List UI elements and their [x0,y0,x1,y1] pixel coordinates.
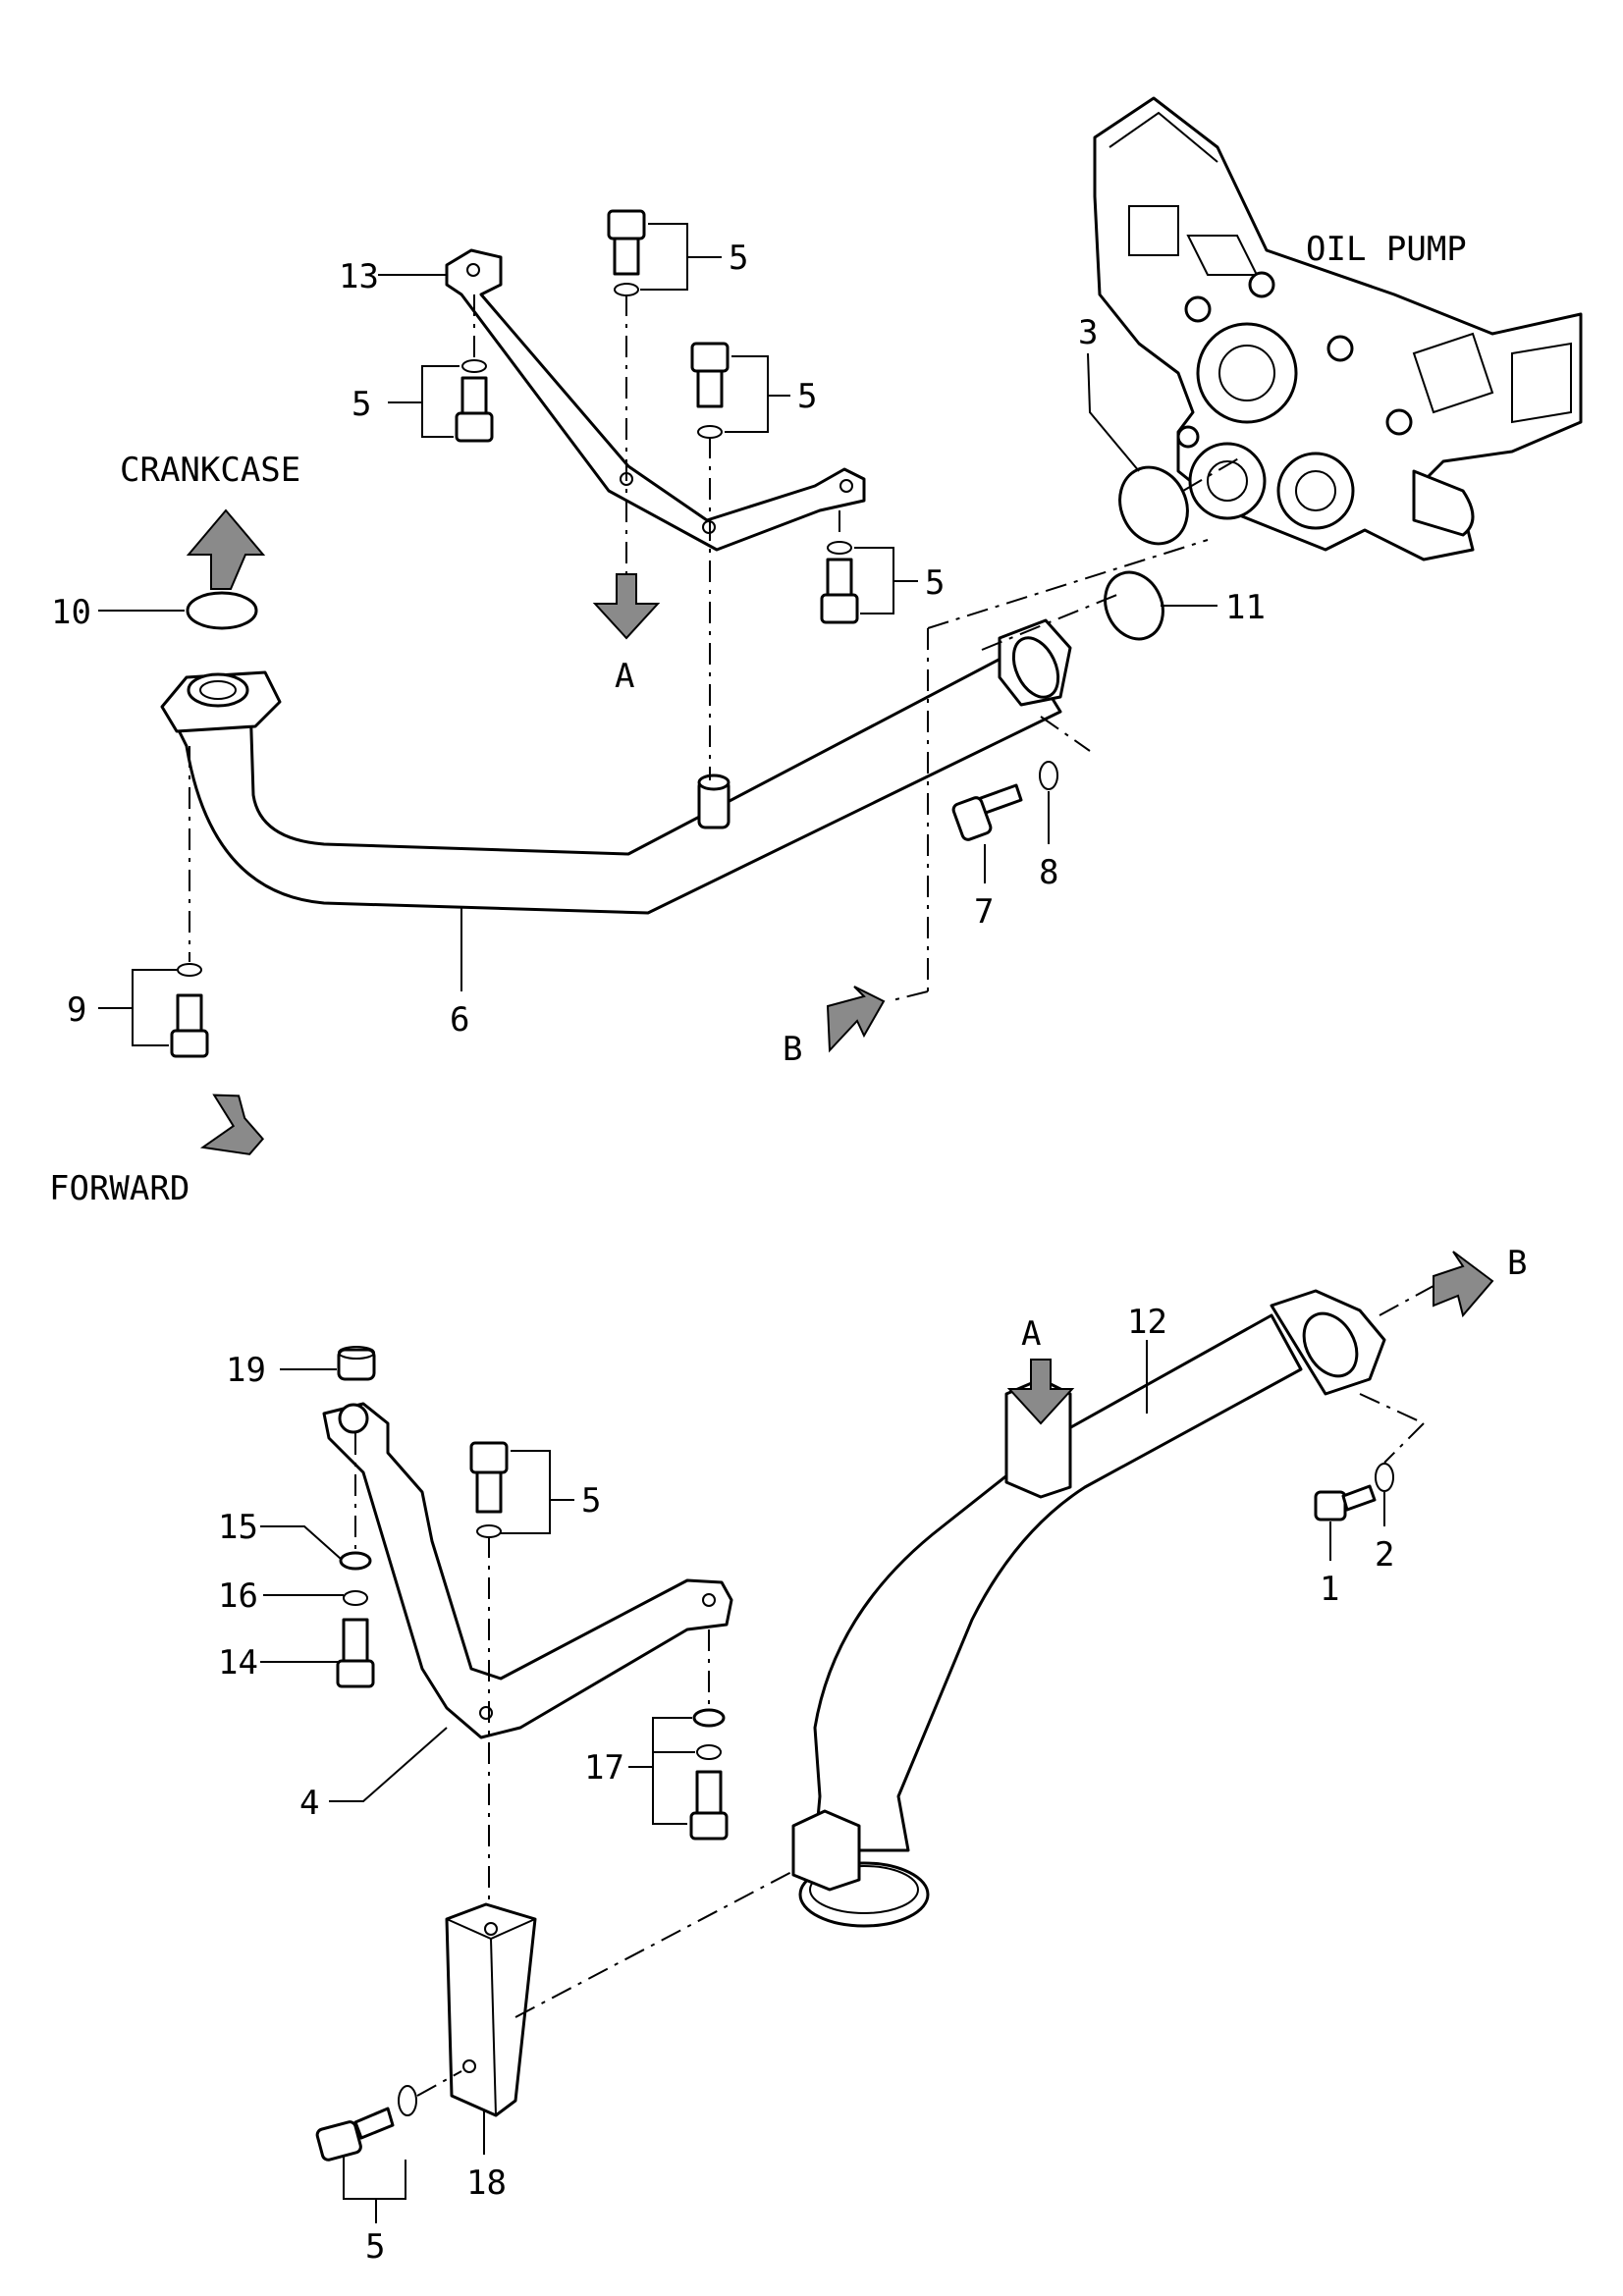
callout-17: 17 [584,1748,624,1788]
view-b-arrow-top [826,986,886,1053]
forward-arrow [199,1094,265,1155]
alignment-lines-top [189,294,1243,1002]
callout-12: 12 [1127,1303,1167,1342]
view-a-label-bottom: A [1021,1314,1041,1354]
oil-pump-drawing [1093,96,1583,561]
callout-13: 13 [339,257,379,296]
callout-19: 19 [226,1351,266,1390]
oil-pump-label: OIL PUMP [1306,230,1467,269]
crankcase-label: CRANKCASE [120,451,300,490]
pipe-6-drawing [160,618,1072,915]
callout-5-left: 5 [352,385,371,424]
callout-8: 8 [1039,853,1058,892]
pipe-12-drawing [791,1289,1386,1928]
callout-5-middle: 5 [797,377,817,416]
forward-label: FORWARD [49,1169,189,1208]
view-b-arrow-bottom [1433,1251,1494,1318]
callout-4: 4 [299,1784,319,1823]
callout-15: 15 [218,1508,258,1547]
o-ring-11 [1104,570,1164,641]
leader-lines [98,223,1385,2223]
callout-11: 11 [1225,588,1266,627]
view-b-label-bottom: B [1507,1244,1527,1283]
callout-18: 18 [466,2163,507,2203]
support-18-drawing [445,1902,537,2117]
callout-3: 3 [1078,313,1098,352]
bolts-bottom [315,1346,1394,2162]
callout-1: 1 [1320,1570,1339,1609]
callout-10: 10 [51,593,91,632]
stay-4-drawing [322,1402,733,1739]
callout-5-bottom-left: 5 [365,2227,385,2267]
callout-7: 7 [974,892,994,932]
callout-14: 14 [218,1643,258,1682]
view-a-arrow-bottom [1006,1359,1075,1425]
alignment-lines-bottom [354,1285,1434,2097]
callout-5-right: 5 [925,563,945,603]
callout-2: 2 [1375,1535,1394,1575]
view-a-arrow-top [592,573,661,640]
crankcase-arrow [186,508,266,590]
bolts-top [170,209,1058,1058]
callout-6: 6 [450,1000,469,1040]
callout-5-bottom-centre: 5 [581,1481,601,1521]
view-b-label-top: B [783,1030,802,1069]
view-a-label-top: A [615,657,634,696]
callout-9: 9 [67,990,86,1030]
callout-5-top-centre: 5 [729,239,748,278]
o-ring-10 [186,591,258,630]
callout-16: 16 [218,1576,258,1616]
